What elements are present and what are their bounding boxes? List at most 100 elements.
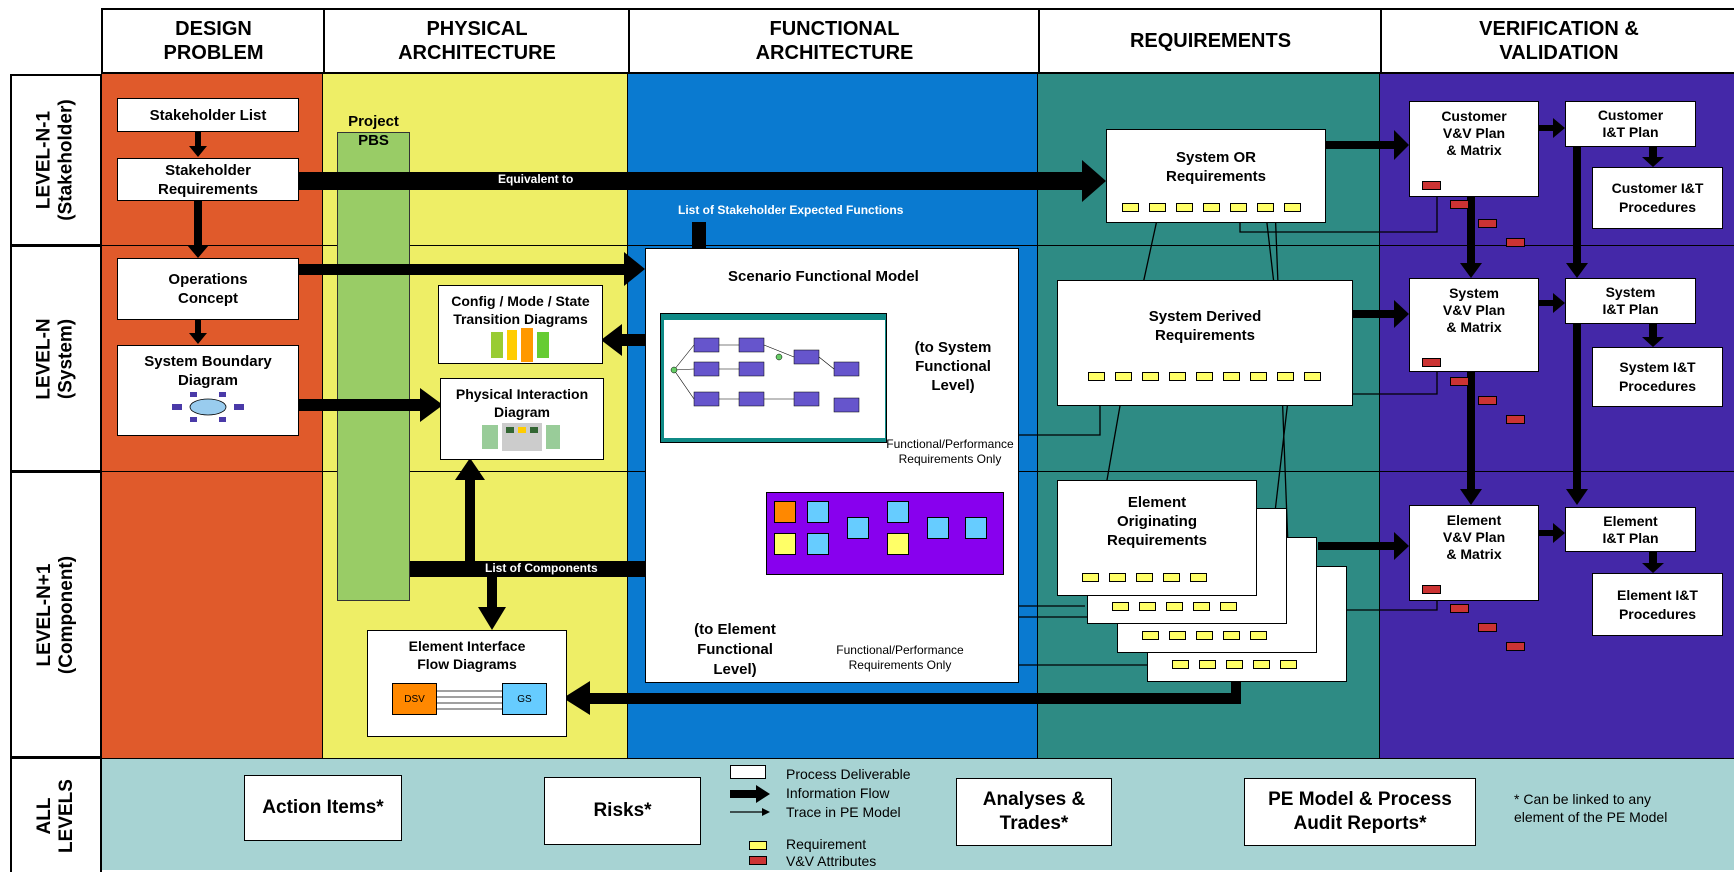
requirement-marker[interactable] xyxy=(1250,631,1267,640)
system-or-requirement-markers xyxy=(1122,203,1322,215)
requirement-marker[interactable] xyxy=(1193,602,1210,611)
element-vv-plan-title: Element V&V Plan & Matrix xyxy=(1442,512,1506,562)
system-derived-requirements-box[interactable]: System Derived Requirements xyxy=(1057,280,1353,406)
requirement-marker[interactable] xyxy=(1139,602,1156,611)
vv-attribute-marker[interactable] xyxy=(1422,358,1441,367)
requirement-marker[interactable] xyxy=(1196,631,1213,640)
vv-attribute-marker[interactable] xyxy=(1478,219,1497,228)
requirement-marker[interactable] xyxy=(1082,573,1099,582)
requirement-marker[interactable] xyxy=(1190,573,1207,582)
element-interface-flow-box[interactable]: Element Interface Flow Diagrams DSV GS xyxy=(367,630,567,737)
system-vv-plan-matrix-box[interactable]: System V&V Plan & Matrix xyxy=(1409,278,1539,424)
requirement-marker[interactable] xyxy=(1230,203,1247,212)
requirement-marker[interactable] xyxy=(1088,372,1105,381)
vv-attribute-marker[interactable] xyxy=(1422,585,1441,594)
dsv-box[interactable]: DSV xyxy=(392,683,437,715)
legend-flow-label: Information Flow xyxy=(786,785,890,801)
requirement-marker[interactable] xyxy=(1203,203,1220,212)
element-it-plan-box[interactable]: Element I&T Plan xyxy=(1565,507,1696,552)
requirement-marker[interactable] xyxy=(1122,203,1139,212)
element-it-procedures-box[interactable]: Element I&T Procedures xyxy=(1592,573,1723,636)
vv-attribute-marker[interactable] xyxy=(1478,623,1497,632)
requirement-marker[interactable] xyxy=(1196,372,1213,381)
physical-interaction-diagram-box[interactable]: Physical Interaction Diagram xyxy=(440,378,604,460)
stakeholder-list-box[interactable]: Stakeholder List xyxy=(117,98,299,132)
gs-box[interactable]: GS xyxy=(502,683,547,715)
element-requirement-markers-1 xyxy=(1082,573,1222,585)
vv-attribute-marker[interactable] xyxy=(1422,181,1441,190)
flow-arrow xyxy=(1537,293,1565,313)
system-it-procedures-box[interactable]: System I&T Procedures xyxy=(1592,347,1723,407)
column-header-functional-architecture: FUNCTIONAL ARCHITECTURE xyxy=(628,8,1039,74)
requirement-marker[interactable] xyxy=(1304,372,1321,381)
requirement-marker[interactable] xyxy=(1142,372,1159,381)
vv-attribute-markers xyxy=(1422,566,1526,651)
requirement-marker[interactable] xyxy=(1166,602,1183,611)
analyses-trades-box[interactable]: Analyses & Trades* xyxy=(956,778,1112,846)
requirement-marker[interactable] xyxy=(1223,631,1240,640)
requirement-marker[interactable] xyxy=(1220,602,1237,611)
customer-vv-plan-title: Customer V&V Plan & Matrix xyxy=(1441,108,1507,158)
action-items-box[interactable]: Action Items* xyxy=(244,775,402,841)
physical-interaction-thumbnail xyxy=(482,423,560,451)
config-mode-state-box[interactable]: Config / Mode / State Transition Diagram… xyxy=(438,285,603,364)
legend-deliverable-swatch xyxy=(730,765,766,779)
requirement-marker[interactable] xyxy=(1112,602,1129,611)
vv-attribute-marker[interactable] xyxy=(1450,604,1469,613)
system-boundary-diagram-box[interactable]: System Boundary Diagram xyxy=(117,345,299,436)
requirement-marker[interactable] xyxy=(1176,203,1193,212)
requirement-marker[interactable] xyxy=(1250,372,1267,381)
interface-arrows xyxy=(437,690,502,710)
requirement-marker[interactable] xyxy=(1115,372,1132,381)
requirement-marker[interactable] xyxy=(1136,573,1153,582)
requirement-marker[interactable] xyxy=(1142,631,1159,640)
risks-box[interactable]: Risks* xyxy=(544,777,701,845)
requirement-marker[interactable] xyxy=(1109,573,1126,582)
requirement-marker[interactable] xyxy=(1169,631,1186,640)
requirement-marker[interactable] xyxy=(1149,203,1166,212)
vv-attribute-marker[interactable] xyxy=(1478,396,1497,405)
column-header-verification-validation: VERIFICATION & VALIDATION xyxy=(1380,8,1734,74)
flow-arrow xyxy=(189,320,207,344)
list-of-components-label: List of Components xyxy=(485,561,598,575)
element-vv-plan-matrix-box[interactable]: Element V&V Plan & Matrix xyxy=(1409,505,1539,651)
flow-arrow xyxy=(1537,523,1565,543)
requirement-marker[interactable] xyxy=(1284,203,1301,212)
flow-arrow xyxy=(1460,372,1482,505)
column-header-physical-architecture: PHYSICAL ARCHITECTURE xyxy=(323,8,629,74)
legend-requirement-label: Requirement xyxy=(786,836,867,852)
scenario-functional-model-title: Scenario Functional Model xyxy=(728,268,919,285)
vv-attribute-marker[interactable] xyxy=(1506,238,1525,247)
requirement-marker[interactable] xyxy=(1163,573,1180,582)
scenario-thumbnail xyxy=(660,313,887,443)
operations-concept-box[interactable]: Operations Concept xyxy=(117,258,299,320)
vv-attribute-marker[interactable] xyxy=(1450,200,1469,209)
flow-arrow xyxy=(455,458,485,561)
breaks-down-to-label: Breaks Down to xyxy=(704,497,752,526)
vv-attribute-marker[interactable] xyxy=(1450,377,1469,386)
requirement-marker[interactable] xyxy=(1253,660,1270,669)
project-pbs-bar[interactable] xyxy=(337,132,410,601)
requirement-marker[interactable] xyxy=(1169,372,1186,381)
pe-model-audit-box[interactable]: PE Model & Process Audit Reports* xyxy=(1244,778,1476,846)
flow-arrow xyxy=(189,132,207,157)
row-label-all-levels: ALL LEVELS xyxy=(10,757,102,872)
requirement-marker[interactable] xyxy=(1199,660,1216,669)
vv-attribute-marker[interactable] xyxy=(1506,642,1525,651)
requirement-marker[interactable] xyxy=(1172,660,1189,669)
requirement-marker[interactable] xyxy=(1223,372,1240,381)
system-derived-requirement-markers xyxy=(1088,372,1348,384)
requirement-marker[interactable] xyxy=(1277,372,1294,381)
legend-trace-label: Trace in PE Model xyxy=(786,804,901,820)
flow-arrow xyxy=(1642,146,1664,167)
customer-vv-plan-matrix-box[interactable]: Customer V&V Plan & Matrix xyxy=(1409,101,1539,247)
stakeholder-requirements-box[interactable]: Stakeholder Requirements xyxy=(117,158,299,201)
requirement-marker[interactable] xyxy=(1280,660,1297,669)
customer-it-procedures-box[interactable]: Customer I&T Procedures xyxy=(1592,167,1723,229)
system-it-plan-box[interactable]: System I&T Plan xyxy=(1565,278,1696,324)
requirement-marker[interactable] xyxy=(1257,203,1274,212)
legend-deliverable-label: Process Deliverable xyxy=(786,766,911,782)
customer-it-plan-box[interactable]: Customer I&T Plan xyxy=(1565,101,1696,147)
requirement-marker[interactable] xyxy=(1226,660,1243,669)
vv-attribute-marker[interactable] xyxy=(1506,415,1525,424)
